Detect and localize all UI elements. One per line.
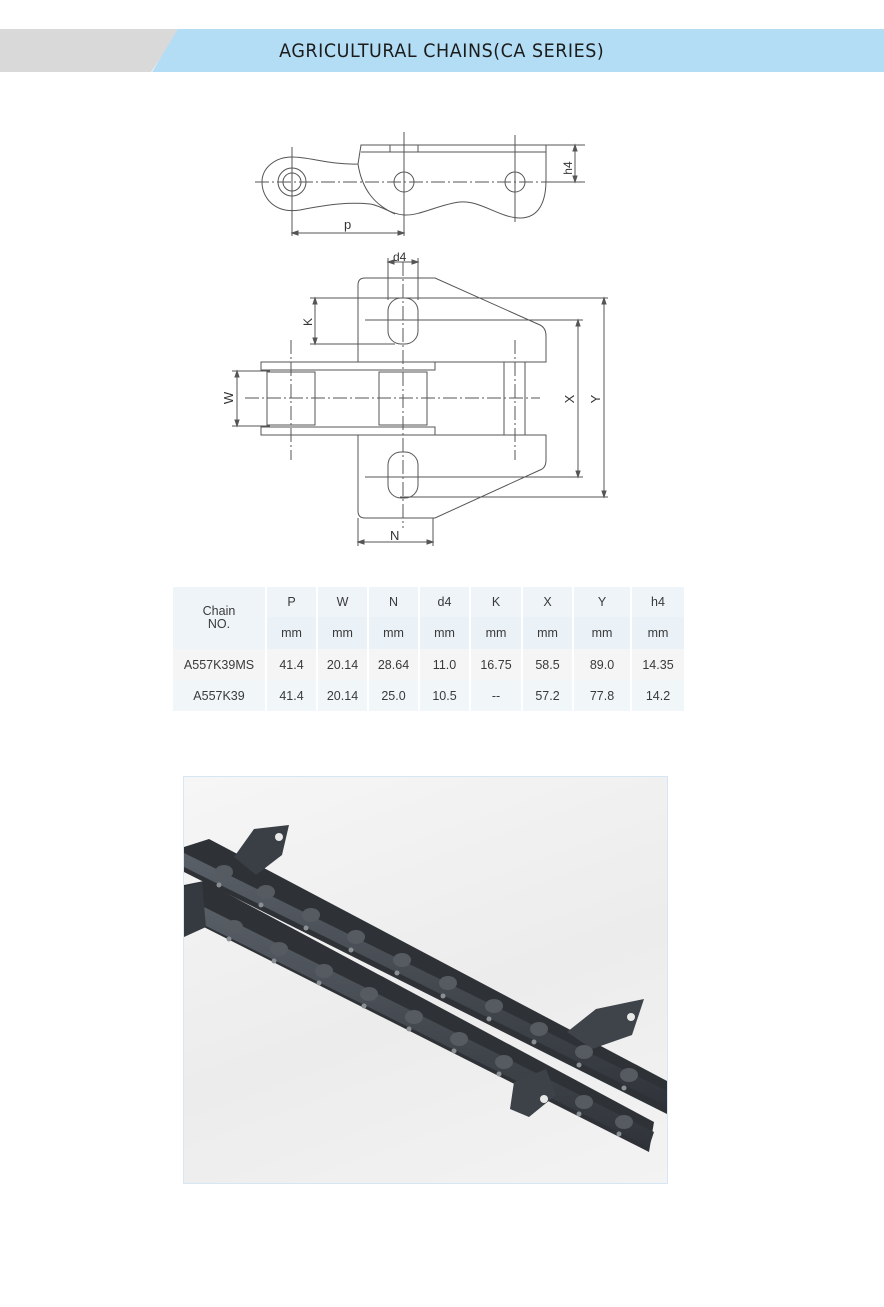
side-view — [255, 132, 585, 236]
value-cell: 16.75 — [471, 649, 521, 680]
table-units-row: mm mm mm mm mm mm mm mm — [173, 617, 684, 649]
value-cell: 14.35 — [632, 649, 684, 680]
value-cell: 20.14 — [318, 680, 367, 711]
value-cell: 89.0 — [574, 649, 630, 680]
banner-blue-band — [152, 29, 884, 72]
value-cell: 28.64 — [369, 649, 418, 680]
value-cell: -- — [471, 680, 521, 711]
label-d4: d4 — [393, 250, 407, 264]
top-view — [232, 258, 608, 546]
page-title: AGRICULTURAL CHAINS(CA SERIES) — [279, 40, 605, 62]
unit-cell: mm — [420, 617, 469, 649]
col-header-d4: d4 — [420, 587, 469, 617]
table-header-row: Chain NO. P W N d4 K X Y h4 — [173, 587, 684, 649]
label-w: W — [221, 391, 236, 404]
header-banner: AGRICULTURAL CHAINS(CA SERIES) — [0, 29, 884, 72]
value-cell: 41.4 — [267, 680, 316, 711]
col-header-k: K — [471, 587, 521, 617]
value-cell: 25.0 — [369, 680, 418, 711]
unit-cell: mm — [267, 617, 316, 649]
label-y: Y — [588, 394, 603, 403]
upper-chain-strand — [184, 825, 667, 1114]
banner-gray-band — [0, 29, 180, 72]
value-cell: 14.2 — [632, 680, 684, 711]
lower-chain-strand — [184, 881, 654, 1152]
unit-cell: mm — [318, 617, 367, 649]
value-cell: 77.8 — [574, 680, 630, 711]
col-header-n: N — [369, 587, 418, 617]
chain-no-cell: A557K39 — [173, 680, 265, 711]
value-cell: 41.4 — [267, 649, 316, 680]
label-h4: h4 — [561, 161, 575, 175]
label-k: K — [301, 318, 315, 326]
chain-illustration — [184, 825, 667, 1152]
col-header-p: P — [267, 587, 316, 617]
value-cell: 20.14 — [318, 649, 367, 680]
value-cell: 57.2 — [523, 680, 572, 711]
unit-cell: mm — [471, 617, 521, 649]
value-cell: 11.0 — [420, 649, 469, 680]
unit-cell: mm — [574, 617, 630, 649]
value-cell: 58.5 — [523, 649, 572, 680]
label-x: X — [562, 394, 577, 403]
spec-table: Chain NO. P W N d4 K X Y h4 mm mm mm mm … — [171, 587, 686, 711]
chain-no-header: Chain NO. — [173, 587, 265, 649]
table-row: A557K39 41.4 20.14 25.0 10.5 -- 57.2 77.… — [173, 680, 684, 711]
unit-cell: mm — [369, 617, 418, 649]
unit-cell: mm — [523, 617, 572, 649]
col-header-h4: h4 — [632, 587, 684, 617]
col-header-x: X — [523, 587, 572, 617]
product-photo — [183, 776, 668, 1184]
value-cell: 10.5 — [420, 680, 469, 711]
col-header-y: Y — [574, 587, 630, 617]
label-p: p — [344, 217, 351, 232]
label-n: N — [390, 528, 399, 543]
table-row: A557K39MS 41.4 20.14 28.64 11.0 16.75 58… — [173, 649, 684, 680]
chain-no-cell: A557K39MS — [173, 649, 265, 680]
technical-drawing: p h4 — [221, 132, 608, 546]
col-header-w: W — [318, 587, 367, 617]
unit-cell: mm — [632, 617, 684, 649]
